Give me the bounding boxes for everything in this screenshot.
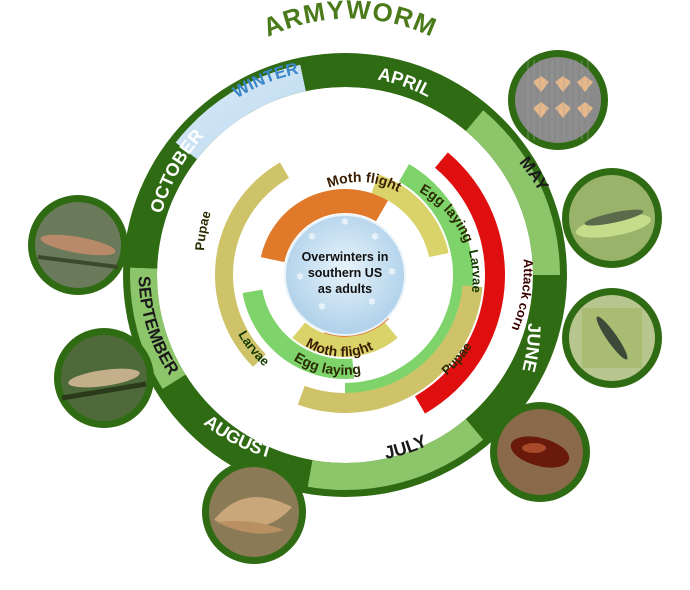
snowflake-icon: ❄ xyxy=(368,297,376,308)
month-band-winter xyxy=(175,64,306,160)
pupae-1-arc xyxy=(297,285,483,413)
snowflake-icon: ❄ xyxy=(371,232,379,243)
month-band-june xyxy=(465,275,560,440)
month-band-may xyxy=(465,110,560,275)
snowflake-icon: ❄ xyxy=(341,217,349,228)
center-text-line: Overwinters in xyxy=(302,250,389,264)
pupae-2-arc xyxy=(215,162,289,367)
attack-corn-arc xyxy=(415,152,505,414)
month-band-october xyxy=(130,142,197,269)
snowflake-icon: ❄ xyxy=(318,302,326,313)
adult-moth-photo xyxy=(202,460,306,564)
diagram-title: ARMYWORM xyxy=(258,0,441,43)
month-band-april xyxy=(300,60,484,131)
snowflake-icon: ❄ xyxy=(308,232,316,243)
egg-laying-2-arc xyxy=(292,322,398,357)
egg-laying-1-arc xyxy=(371,174,449,258)
larva-on-stalk-photo xyxy=(562,288,662,388)
moths-on-screen-photo xyxy=(508,50,608,150)
snowflake-icon: ❄ xyxy=(296,272,304,283)
stage-label-larvae-1: Larvae xyxy=(466,248,485,293)
larvae-2-arc xyxy=(242,289,355,379)
caterpillar-on-stem-photo xyxy=(28,195,128,295)
snowflake-icon: ❄ xyxy=(388,267,396,278)
center-text-line: southern US xyxy=(308,266,382,280)
pupa-in-soil-photo xyxy=(490,402,590,502)
month-band-july xyxy=(307,419,484,490)
center-text-line: as adults xyxy=(318,282,372,296)
moth-flight-1-arc xyxy=(260,189,388,263)
larvae-1-arc xyxy=(345,164,473,403)
month-band-august xyxy=(162,374,313,487)
center-snow-circle xyxy=(284,214,406,336)
wheel-group: ❄ ❄ ❄ ❄ ❄ ❄ ❄ Overwinters in southern US as adult… xyxy=(28,0,662,564)
caterpillar-on-branch-photo xyxy=(54,328,154,428)
larva-on-leaf-photo xyxy=(562,168,662,268)
month-band-september xyxy=(129,267,186,389)
